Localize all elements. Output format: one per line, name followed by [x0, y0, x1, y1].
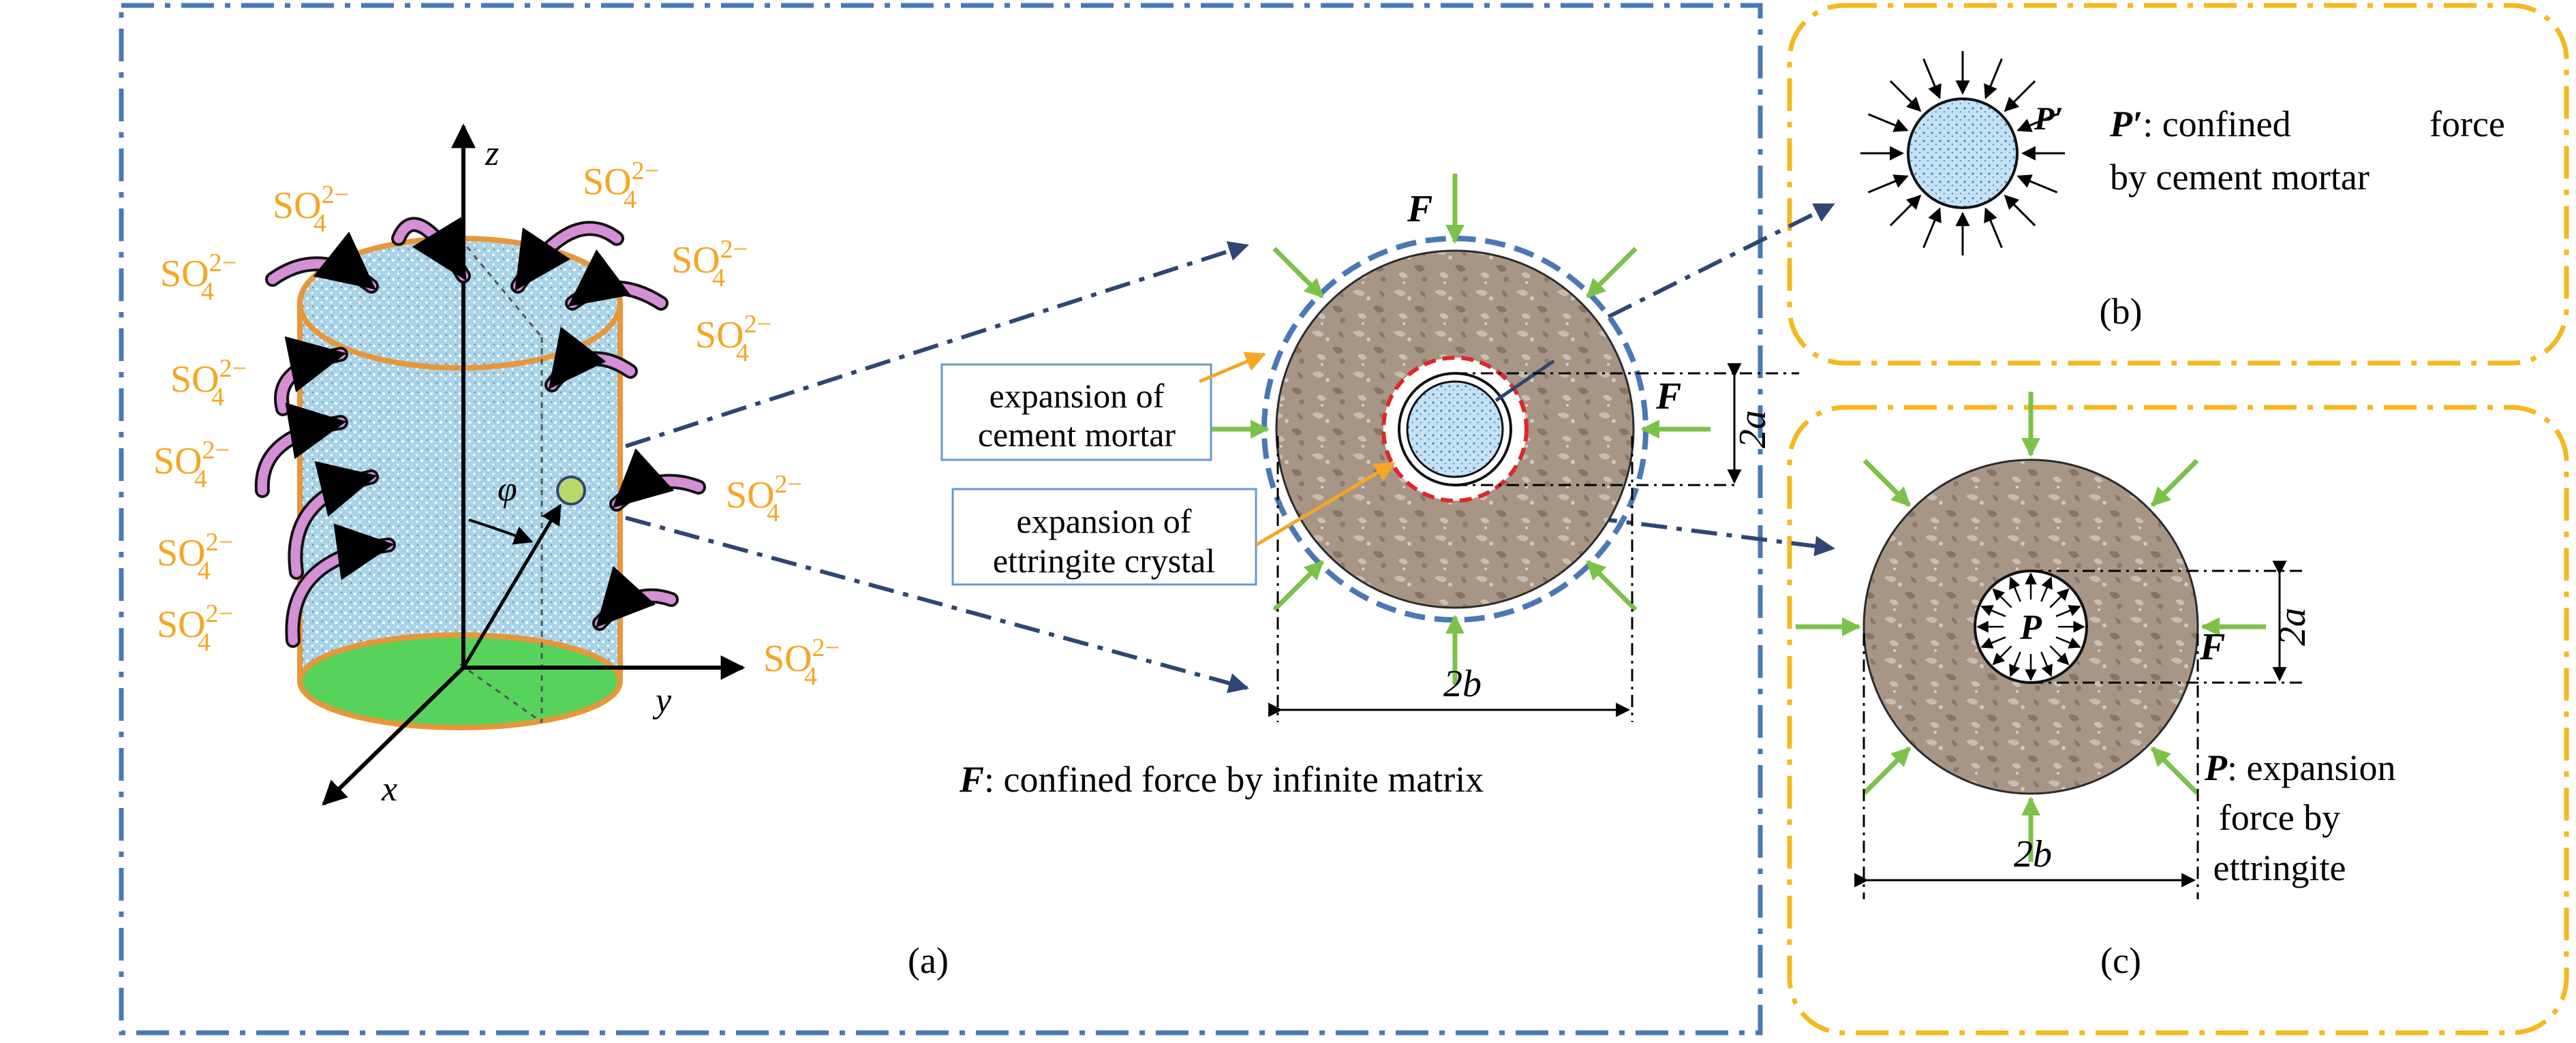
callout-crystal-line2: ettringite crystal [993, 542, 1215, 580]
force-arrow-b-8 [1889, 80, 1922, 112]
force-arrow-a-4 [1586, 560, 1638, 612]
legend-a: F: confined force by infinite matrix [959, 759, 1484, 800]
legend-c-text1: : expansion [2227, 747, 2395, 788]
expansion-arrow-c-16 [2009, 576, 2021, 602]
force-arrow-b-12 [1984, 207, 2003, 249]
force-label-c: F [2199, 626, 2225, 668]
legend-a-text: : confined force by infinite matrix [984, 759, 1484, 800]
caption-a: (a) [908, 940, 949, 981]
force-arrow-a-6 [1272, 560, 1324, 612]
force-arrow-a-8 [1272, 247, 1324, 298]
coordinate-axes [322, 123, 746, 806]
force-arrow-b-14 [1867, 174, 1909, 193]
expansion-arrow-c-10 [2055, 605, 2081, 617]
sulfate-ion-label-2: SO2−4 [583, 157, 659, 214]
legend-b-line1: P′: confined force [2109, 104, 2505, 144]
force-arrow-b-6 [1889, 194, 1922, 227]
zoom-leader-lines [625, 202, 1835, 694]
confining-force-arrows-c [1796, 392, 2266, 862]
legend-c-symbol: P [2204, 747, 2228, 788]
sulfate-ion-label-11: SO2−4 [763, 634, 840, 691]
force-arrow-c-8 [1862, 458, 1912, 508]
expansion-arrow-c-15 [1980, 605, 2006, 617]
sulfate-ion-label-7: SO2−4 [153, 436, 230, 493]
confining-force-arrows-a [1199, 174, 1711, 685]
dimension-lines-c [1854, 561, 2307, 899]
panel-c-frame [1787, 405, 2569, 1036]
force-label-a-right: F [1655, 375, 1681, 418]
force-arrow-b-16 [1922, 58, 1942, 99]
confining-force-arrows-b [1860, 51, 2065, 255]
callout-boxes [940, 352, 1396, 586]
legend-a-symbol: F [959, 759, 984, 800]
symbol-b: P′ [2034, 101, 2064, 137]
sulfate-ion-label-9: SO2−4 [157, 528, 233, 585]
force-arrow-c-6 [1862, 746, 1912, 795]
legend-c-line3: ettringite [2213, 847, 2346, 888]
panel-a-frame [119, 3, 1763, 1036]
callout-mortar-line1: expansion of [990, 377, 1165, 415]
legend-c-line1: P: expansion [2204, 747, 2395, 788]
dimension-2b-c: 2b [2014, 833, 2052, 875]
y-axis-label: y [652, 681, 672, 720]
sulfate-ion-label-5: SO2−4 [695, 310, 771, 367]
sulfate-ion-label-4: SO2−4 [671, 235, 748, 292]
expansion-arrow-c-14 [1980, 636, 2006, 649]
x-axis-label: x [381, 770, 397, 809]
dimension-2a-a: 2a [1732, 410, 1774, 448]
sulfate-ingress-arrows [254, 217, 706, 648]
expansion-arrow-c-2 [2049, 588, 2070, 608]
legend-b-text1-cont: force [2429, 104, 2505, 144]
expansion-arrow-c-12 [2040, 651, 2053, 677]
force-arrow-b-9 [1984, 58, 2003, 99]
legend-c-line2: force by [2219, 797, 2340, 838]
legend-b-line2: by cement mortar [2110, 157, 2370, 198]
force-arrow-b-13 [1922, 207, 1942, 249]
sample-point [556, 476, 586, 505]
caption-b: (b) [2100, 291, 2143, 332]
force-arrow-b-4 [2004, 194, 2036, 227]
expansion-arrow-c-11 [2055, 636, 2081, 649]
z-axis-label: z [485, 134, 499, 173]
phi-angle-label: φ [497, 470, 517, 509]
expansion-arrow-c-4 [2049, 645, 2070, 666]
force-arrow-b-11 [2017, 174, 2058, 193]
cross-section-b [1907, 97, 2019, 209]
panel-b-frame [1787, 3, 2569, 366]
force-arrow-b-2 [2004, 80, 2036, 112]
dimension-2a-c: 2a [2271, 608, 2314, 646]
sulfate-ion-label-3: SO2−4 [160, 249, 236, 306]
symbol-c: P [2019, 608, 2042, 647]
dimension-lines-a [1268, 363, 1799, 722]
caption-c: (c) [2100, 940, 2141, 981]
sulfate-ion-label-10: SO2−4 [157, 600, 233, 657]
callout-mortar-line2: cement mortar [978, 416, 1176, 454]
legend-b-text1: : confined [2143, 104, 2290, 144]
expansion-arrow-c-13 [2009, 651, 2021, 677]
dimension-2b-a: 2b [1443, 663, 1482, 705]
force-label-a-top: F [1407, 188, 1432, 230]
force-arrow-c-2 [2150, 458, 2199, 508]
sulfate-ion-label-6: SO2−4 [170, 354, 247, 411]
sulfate-ion-label-1: SO2−4 [273, 181, 349, 238]
expansion-arrow-c-6 [1992, 645, 2012, 666]
force-arrow-c-4 [2150, 746, 2199, 795]
expansion-arrow-c-9 [2040, 576, 2053, 602]
force-arrow-b-10 [2017, 113, 2058, 132]
sulfate-ion-label-8: SO2−4 [726, 470, 802, 527]
legend-b-symbol: P′ [2109, 104, 2143, 144]
expansion-arrow-c-8 [1992, 588, 2012, 608]
callout-crystal-line1: expansion of [1017, 502, 1192, 540]
force-arrow-a-2 [1586, 247, 1638, 298]
expansion-force-arrows-c [1976, 572, 2085, 681]
force-arrow-b-15 [1867, 113, 1909, 132]
